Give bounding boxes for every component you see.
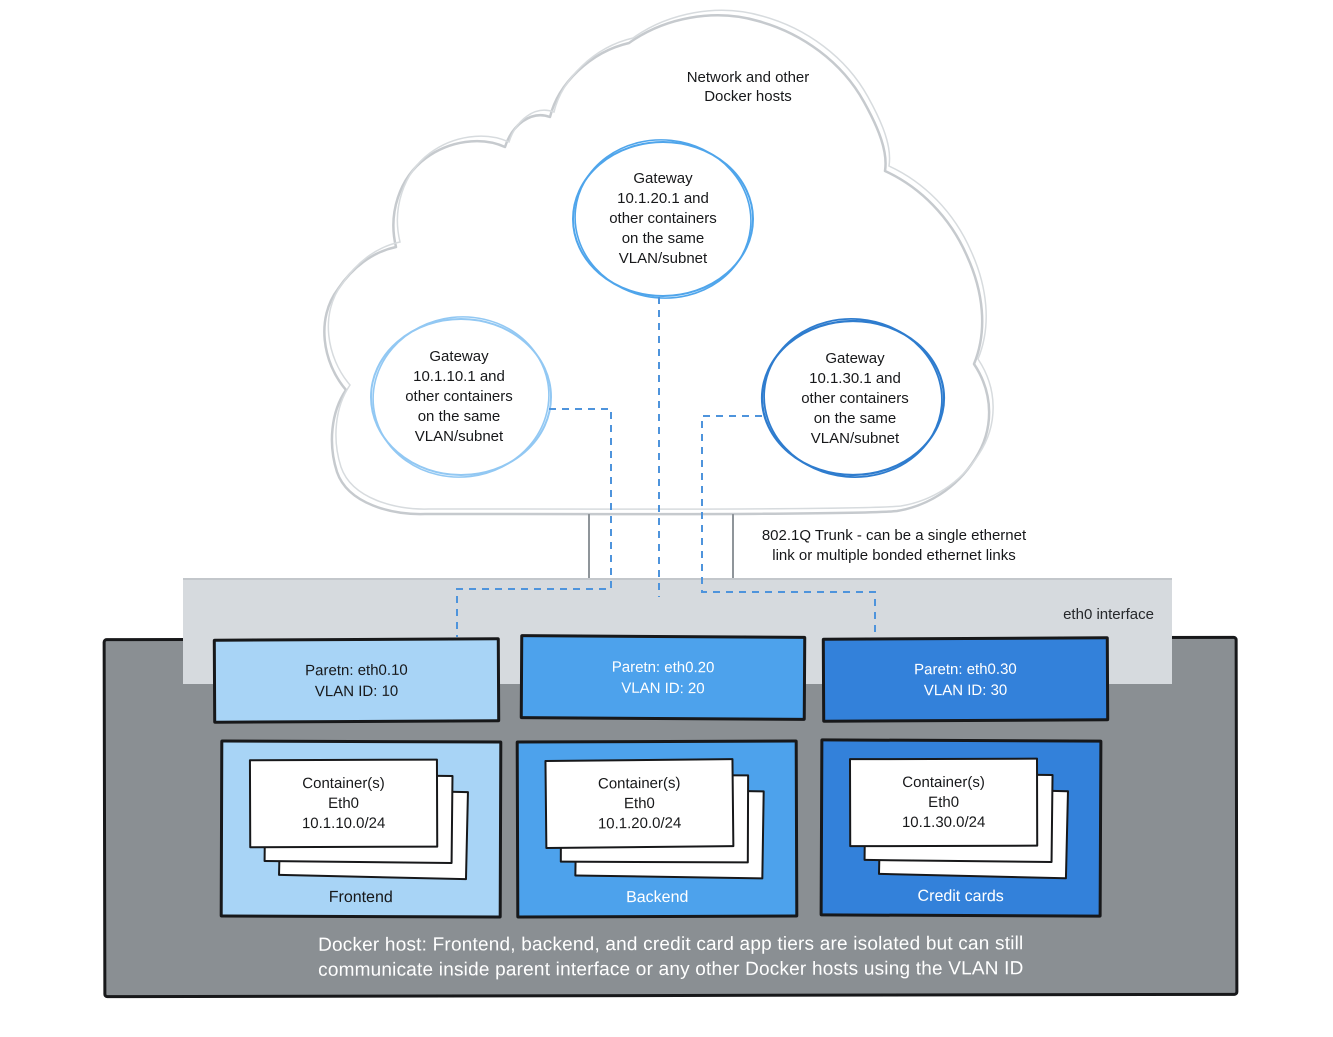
eth0-interface-label: eth0 interface [1063, 606, 1154, 623]
vlan10-parent-line: Paretn: eth0.10 [305, 661, 408, 679]
vlan10-id-line: VLAN ID: 10 [314, 682, 399, 700]
tier-label-frontend: Frontend [328, 888, 393, 907]
gateway-text-vlan10: Gateway 10.1.10.1 and other containers o… [405, 348, 513, 445]
trunk-annotation: 802.1Q Trunk - can be a single ethernet … [761, 527, 1027, 564]
cloud-title: Network and other Docker hosts [686, 69, 810, 105]
vlan-interface-box-30: Paretn: eth0.30 VLAN ID: 30 [821, 636, 1110, 723]
vlan20-id-line: VLAN ID: 20 [621, 679, 705, 697]
tier-label-credit-cards: Credit cards [917, 887, 1004, 906]
tier-box-frontend: Container(s) Eth0 10.1.10.0/24 Frontend [219, 739, 503, 919]
docker-host-caption: Docker host: Frontend, backend, and cred… [318, 933, 1024, 981]
vlan30-parent-line: Paretn: eth0.30 [914, 660, 1017, 678]
container-card-front: Container(s) Eth0 10.1.30.0/24 [848, 757, 1039, 848]
vlan-interface-box-20: Paretn: eth0.20 VLAN ID: 20 [519, 634, 807, 721]
vlan-interface-box-10: Paretn: eth0.10 VLAN ID: 10 [212, 637, 501, 724]
container-card-front: Container(s) Eth0 10.1.10.0/24 [248, 758, 439, 849]
tier-box-credit-cards: Container(s) Eth0 10.1.30.0/24 Credit ca… [819, 738, 1103, 918]
gateway-text-vlan20: Gateway 10.1.20.1 and other containers o… [609, 170, 717, 267]
gateway-text-vlan30: Gateway 10.1.30.1 and other containers o… [801, 350, 909, 447]
vlan20-parent-line: Paretn: eth0.20 [611, 658, 715, 676]
vlan30-id-line: VLAN ID: 30 [923, 681, 1008, 699]
tier-label-backend: Backend [626, 888, 689, 907]
container-card-front: Container(s) Eth0 10.1.20.0/24 [544, 758, 735, 850]
tier-box-backend: Container(s) Eth0 10.1.20.0/24 Backend [515, 739, 799, 919]
